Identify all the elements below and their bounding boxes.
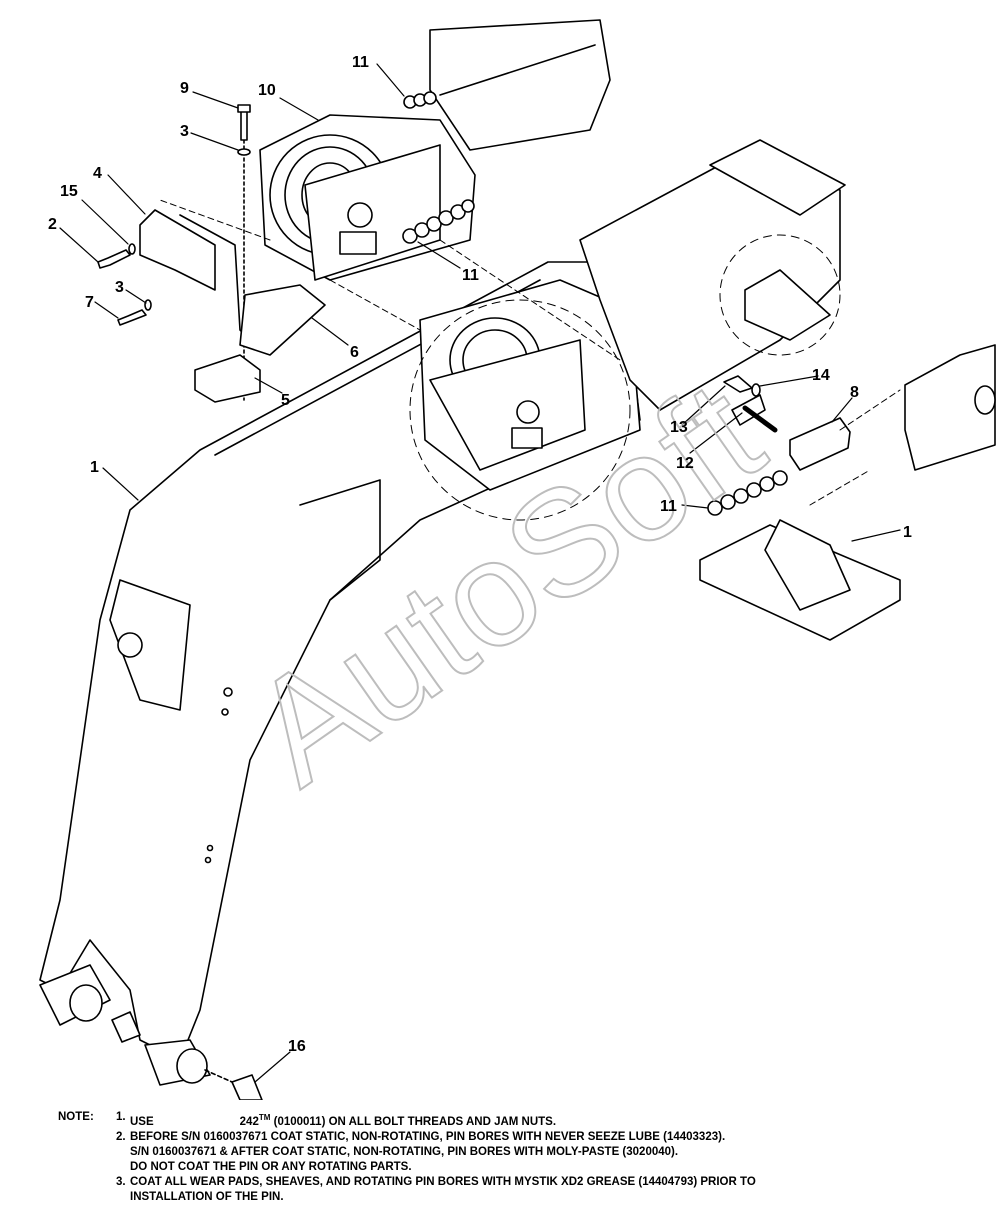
pin-guide xyxy=(204,1069,233,1083)
note-2: 2. BEFORE S/N 0160037671 COAT STATIC, NO… xyxy=(58,1130,988,1175)
leader-lines xyxy=(59,63,901,1083)
boom-head-top xyxy=(709,139,846,216)
washer-item-3-top xyxy=(237,148,251,156)
callout-11-mid: 11 xyxy=(462,267,479,284)
boom-hole xyxy=(221,708,229,716)
note-body: COAT ALL WEAR PADS, SHEAVES, AND ROTATIN… xyxy=(130,1175,988,1205)
callout-11-top: 11 xyxy=(352,54,369,71)
callout-6: 6 xyxy=(350,344,359,361)
note-text: 242 xyxy=(239,1115,259,1128)
exploded-parts-diagram: AutoSoft 9 10 11 3 4 15 2 11 7 3 6 5 14 … xyxy=(39,19,996,1100)
sheave-bracket xyxy=(339,231,377,255)
assembly-line xyxy=(159,199,901,506)
boom-bore xyxy=(117,632,143,658)
pin-item-12 xyxy=(742,405,778,433)
note-text: (0100011) ON ALL BOLT THREADS AND JAM NU… xyxy=(273,1115,557,1128)
boom-hole xyxy=(223,687,233,697)
note-number: 2. xyxy=(116,1130,126,1143)
note-text: USE xyxy=(130,1115,154,1128)
callout-7: 7 xyxy=(85,294,94,311)
callout-1-right: 1 xyxy=(903,524,912,541)
callout-5: 5 xyxy=(281,392,290,409)
mid-sheave-axle xyxy=(516,400,540,424)
boom-hole xyxy=(206,844,214,852)
callout-15: 15 xyxy=(60,183,78,200)
bolt-item-9 xyxy=(237,104,251,141)
bracket xyxy=(139,209,216,291)
callout-10: 10 xyxy=(258,82,276,99)
washer-item-3-low xyxy=(144,299,152,311)
note-text: S/N 0160037671 & AFTER COAT STATIC, NON-… xyxy=(130,1145,679,1158)
notes-block: NOTE: 1. USE 242TM (0100011) ON ALL BOLT … xyxy=(58,1110,988,1205)
note-text: COAT ALL WEAR PADS, SHEAVES, AND ROTATIN… xyxy=(130,1175,756,1188)
note-text: BEFORE S/N 0160037671 COAT STATIC, NON-R… xyxy=(130,1130,726,1143)
upper-boom-line xyxy=(439,44,596,96)
boom-foot-bore xyxy=(69,984,103,1022)
wear-pad-strip-low xyxy=(707,470,788,516)
dashed-detail-circle-2 xyxy=(719,234,841,356)
boom-hole xyxy=(204,856,212,864)
upper-boom-section xyxy=(429,19,611,151)
bolt-item-7 xyxy=(117,309,147,326)
note-number: 3. xyxy=(116,1175,126,1188)
pad-base-ramp xyxy=(764,519,851,611)
note-body: USE 242TM (0100011) ON ALL BOLT THREADS A… xyxy=(130,1110,988,1130)
callout-14: 14 xyxy=(812,367,830,384)
block-item-5 xyxy=(194,354,261,403)
wear-pad-strip-top xyxy=(403,91,437,109)
washer-item-15 xyxy=(128,243,136,255)
callout-2: 2 xyxy=(48,216,57,233)
washer-item-14 xyxy=(751,383,761,397)
bolt-item-13 xyxy=(723,375,753,393)
callout-11-low: 11 xyxy=(660,498,677,515)
wear-pad-plate xyxy=(239,284,326,356)
note-3: 3. COAT ALL WEAR PADS, SHEAVES, AND ROTA… xyxy=(58,1175,988,1205)
wear-pad-strip-mid xyxy=(402,199,475,244)
note-text: DO NOT COAT THE PIN OR ANY ROTATING PART… xyxy=(130,1160,412,1173)
note-1: NOTE: 1. USE 242TM (0100011) ON ALL BOLT … xyxy=(58,1110,988,1130)
boom-head-bracket xyxy=(744,269,831,341)
boom-side-plate xyxy=(109,579,191,711)
note-body: BEFORE S/N 0160037671 COAT STATIC, NON-R… xyxy=(130,1130,988,1175)
far-right-bore xyxy=(974,385,996,415)
boom-foot-bore-2 xyxy=(176,1048,208,1084)
callout-13: 13 xyxy=(670,419,688,436)
note-text: INSTALLATION OF THE PIN. xyxy=(130,1190,284,1203)
sheave-axle xyxy=(347,202,373,228)
mid-sheave-plate xyxy=(429,339,586,471)
callout-9: 9 xyxy=(180,80,189,97)
bolt-item-2 xyxy=(97,249,131,269)
callout-3-low: 3 xyxy=(115,279,124,296)
callout-4: 4 xyxy=(93,165,102,182)
callout-3-top: 3 xyxy=(180,123,189,140)
slider-item-8 xyxy=(789,417,851,471)
callout-8: 8 xyxy=(850,384,859,401)
dashed-detail-circle xyxy=(409,299,631,521)
callout-1-left: 1 xyxy=(90,459,99,476)
pin-item-16 xyxy=(231,1074,263,1100)
far-right-section xyxy=(904,344,996,471)
mid-sheave-bracket xyxy=(511,427,543,449)
callout-16: 16 xyxy=(288,1038,306,1055)
trademark-mark: TM xyxy=(258,1113,271,1122)
callout-12: 12 xyxy=(676,455,694,472)
note-number: 1. xyxy=(116,1111,126,1123)
pin-bushing xyxy=(111,1011,141,1043)
notes-heading: NOTE: xyxy=(58,1111,94,1123)
boom-inner-line-2 xyxy=(299,479,381,601)
